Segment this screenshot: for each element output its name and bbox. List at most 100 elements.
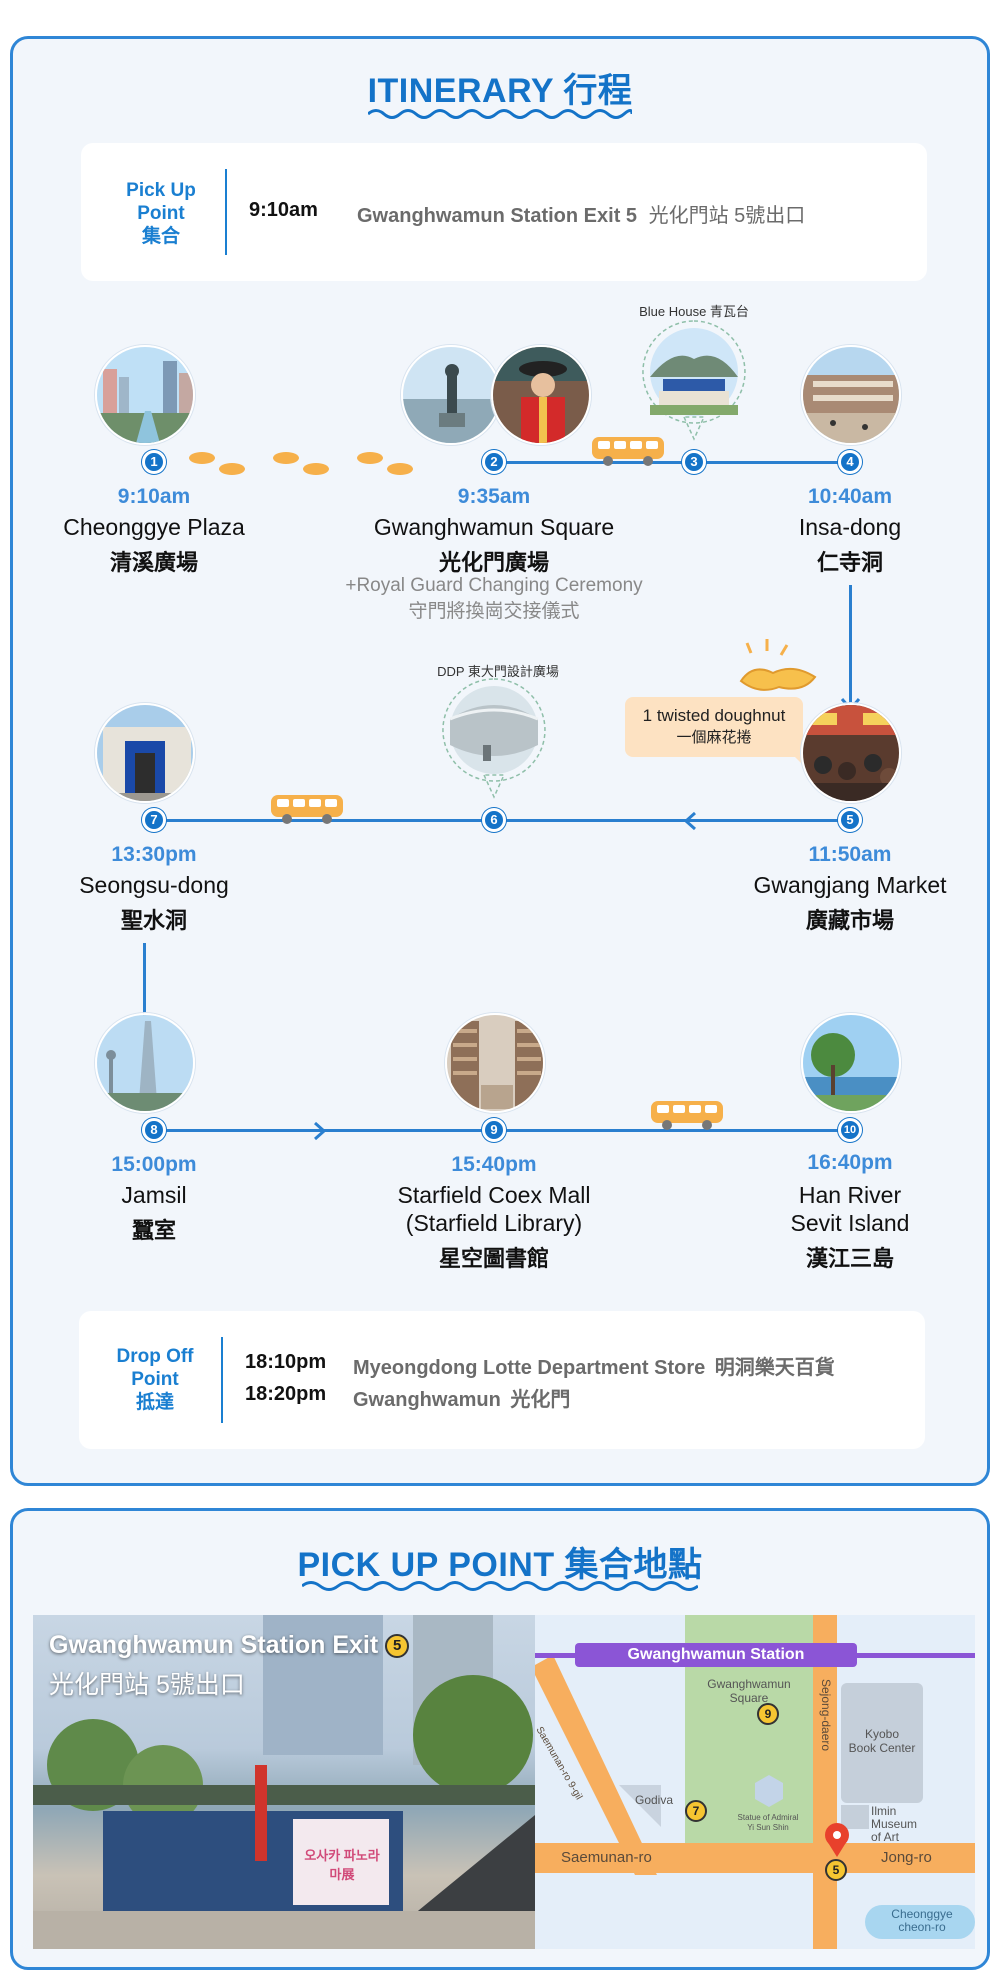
han-river-photo (801, 1013, 901, 1113)
pickup-point-title: PICK UP POINT 集合地點 (297, 1546, 703, 1584)
title-wave-underline (302, 1581, 698, 1591)
stop-7-name: Seongsu-dong (79, 872, 229, 898)
map-ilmin-line2: Museum (871, 1817, 918, 1831)
seongsudong-photo (95, 703, 195, 803)
stop-5-time: 11:50am (808, 843, 892, 866)
pickup-time: 9:10am (249, 199, 318, 221)
dropoff-divider (221, 1337, 223, 1423)
royal-guard-photo (491, 345, 591, 445)
dropoff-card: Drop Off Point 抵達 18:10pm Myeongdong Lot… (79, 1311, 925, 1449)
ddp-bubble (442, 678, 546, 799)
speech-tail (783, 745, 803, 765)
pickup-map: Gwanghwamun Station Gwanghwamun Square 9… (535, 1615, 975, 1949)
dropoff-place-1-zh: 明洞樂天百貨 (714, 1357, 835, 1379)
bus-icon (592, 437, 664, 466)
arrow-right-icon (314, 1121, 327, 1141)
pickup-place: Gwanghwamun Station Exit 5 光化門站 5號出口 (357, 199, 805, 228)
photo-caption-line2: 光化門站 5號出口 (49, 1671, 245, 1699)
dropoff-time-2: 18:20pm (245, 1383, 327, 1405)
bus-icon (271, 795, 343, 824)
station-exit-photo: Gwanghwamun Station Exit 5 光化門站 5號出口 오사카… (33, 1615, 535, 1949)
pickup-label-line1: Pick Up (126, 180, 196, 201)
stop-2-name: Gwanghwamun Square (373, 514, 615, 540)
dropoff-label-line3: 抵達 (135, 1392, 174, 1413)
stop-7-time: 13:30pm (111, 843, 197, 866)
pickup-label: Pick Up Point 集合 (111, 179, 211, 248)
stop-5-marker: 5 (838, 808, 862, 832)
map-square-label: Gwanghwamun Square (685, 1677, 813, 1705)
route-line-7-8 (143, 943, 146, 1029)
stop-2-name-zh: 光化門廣場 (438, 550, 550, 575)
map-cheonggye-line1: Cheonggye (891, 1907, 953, 1921)
starfield-library-photo (445, 1013, 545, 1113)
stop-10-name-line1: Han River (798, 1182, 902, 1208)
pickup-label-line2: Point (137, 203, 185, 224)
stop-9-marker: 9 (482, 1118, 506, 1142)
stop-9-name-zh: 星空圖書館 (438, 1246, 550, 1271)
stop-10-marker: 10 (838, 1118, 862, 1142)
map-badge-9: 9 (757, 1703, 779, 1725)
stop-3-label: Blue House 青瓦台 (639, 304, 749, 319)
exhibition-sign-text: 오사카 파노라마展 (304, 1848, 380, 1882)
map-godiva-label: Godiva (635, 1793, 674, 1807)
dropoff-label-line1: Drop Off (116, 1346, 194, 1367)
dropoff-label: Drop Off Point 抵達 (105, 1345, 205, 1414)
dropoff-place-2-zh: 光化門 (510, 1389, 571, 1411)
stop-4-time: 10:40am (807, 485, 893, 508)
map-cheonggye-line2: cheon-ro (898, 1920, 946, 1934)
map-kyobo-label: Kyobo Book Center (841, 1727, 923, 1755)
stop-2-extra-zh: 守門將換崗交接儀式 (408, 601, 580, 622)
insadong-photo (801, 345, 901, 445)
stop-7-name-zh: 聖水洞 (120, 908, 188, 933)
map-kyobo-line2: Book Center (848, 1741, 916, 1755)
stop-8-name: Jamsil (121, 1182, 187, 1208)
dropoff-place-2: Gwanghwamun 光化門 (353, 1383, 570, 1412)
photo-caption-line1: Gwanghwamun Station Exit 5 (49, 1631, 410, 1660)
map-statue-line1: Statue of Admiral (737, 1813, 799, 1822)
stop-2-marker: 2 (482, 450, 506, 474)
speech-line-2: 一個麻花捲 (676, 729, 752, 746)
stop-4-name-zh: 仁寺洞 (816, 550, 884, 575)
arrow-left-icon (683, 811, 696, 831)
gwangjang-market-photo (801, 703, 901, 803)
map-sejong-label: Sejong-daero (819, 1679, 833, 1752)
title-wave-underline (368, 109, 632, 119)
stop-1-name: Cheonggye Plaza (63, 514, 245, 540)
map-station-label: Gwanghwamun Station (627, 1646, 805, 1663)
dropoff-time-1: 18:10pm (245, 1351, 327, 1373)
stop-8-marker: 8 (142, 1118, 166, 1142)
map-cheonggye-label: Cheonggye cheon-ro (869, 1908, 975, 1934)
stop-2-extra: +Royal Guard Changing Ceremony (345, 575, 643, 596)
dropoff-label-line2: Point (131, 1369, 179, 1390)
stop-6-label: DDP 東大門設計廣場 (437, 664, 559, 679)
dropoff-place-1: Myeongdong Lotte Department Store 明洞樂天百貨 (353, 1351, 835, 1380)
map-ilmin-label: Ilmin Museum of Art (871, 1805, 917, 1844)
doughnut-icon (739, 639, 817, 691)
map-roads (535, 1615, 975, 1949)
pickup-place-zh: 光化門站 5號出口 (648, 205, 806, 227)
pickup-label-line3: 集合 (141, 226, 180, 247)
map-statue-label: Statue of Admiral Yi Sun Shin (713, 1813, 823, 1833)
pickup-divider (225, 169, 227, 255)
stop-9-name-line1: Starfield Coex Mall (397, 1182, 591, 1208)
stop-5-name-zh: 廣藏市場 (805, 908, 895, 933)
jamsil-photo (95, 1013, 195, 1113)
bus-icon (651, 1101, 723, 1130)
pickup-place-en: Gwanghwamun Station Exit 5 (357, 205, 638, 227)
pickup-card: Pick Up Point 集合 9:10am Gwanghwamun Stat… (81, 143, 927, 281)
footprints-icon (189, 452, 413, 475)
itinerary-title: ITINERARY 行程 (367, 72, 633, 110)
stop-8-name-zh: 蠶室 (131, 1218, 177, 1243)
dropoff-place-2-en: Gwanghwamun (353, 1389, 501, 1411)
stop-8-time: 15:00pm (111, 1153, 197, 1176)
stop-10-time: 16:40pm (807, 1151, 893, 1174)
stop-4-marker: 4 (838, 450, 862, 474)
route-line-2-4 (493, 461, 853, 464)
doughnut-speech-bubble: 1 twisted doughnut 一個麻花捲 (625, 697, 803, 757)
map-square-line2: Square (729, 1691, 769, 1705)
map-saemunan-label: Saemunan-ro (561, 1849, 652, 1866)
dropoff-place-1-en: Myeongdong Lotte Department Store (353, 1357, 706, 1379)
stop-10-name-line2: Sevit Island (790, 1210, 910, 1236)
map-ilmin-line1: Ilmin (871, 1804, 897, 1818)
stop-4-name: Insa-dong (798, 514, 902, 540)
